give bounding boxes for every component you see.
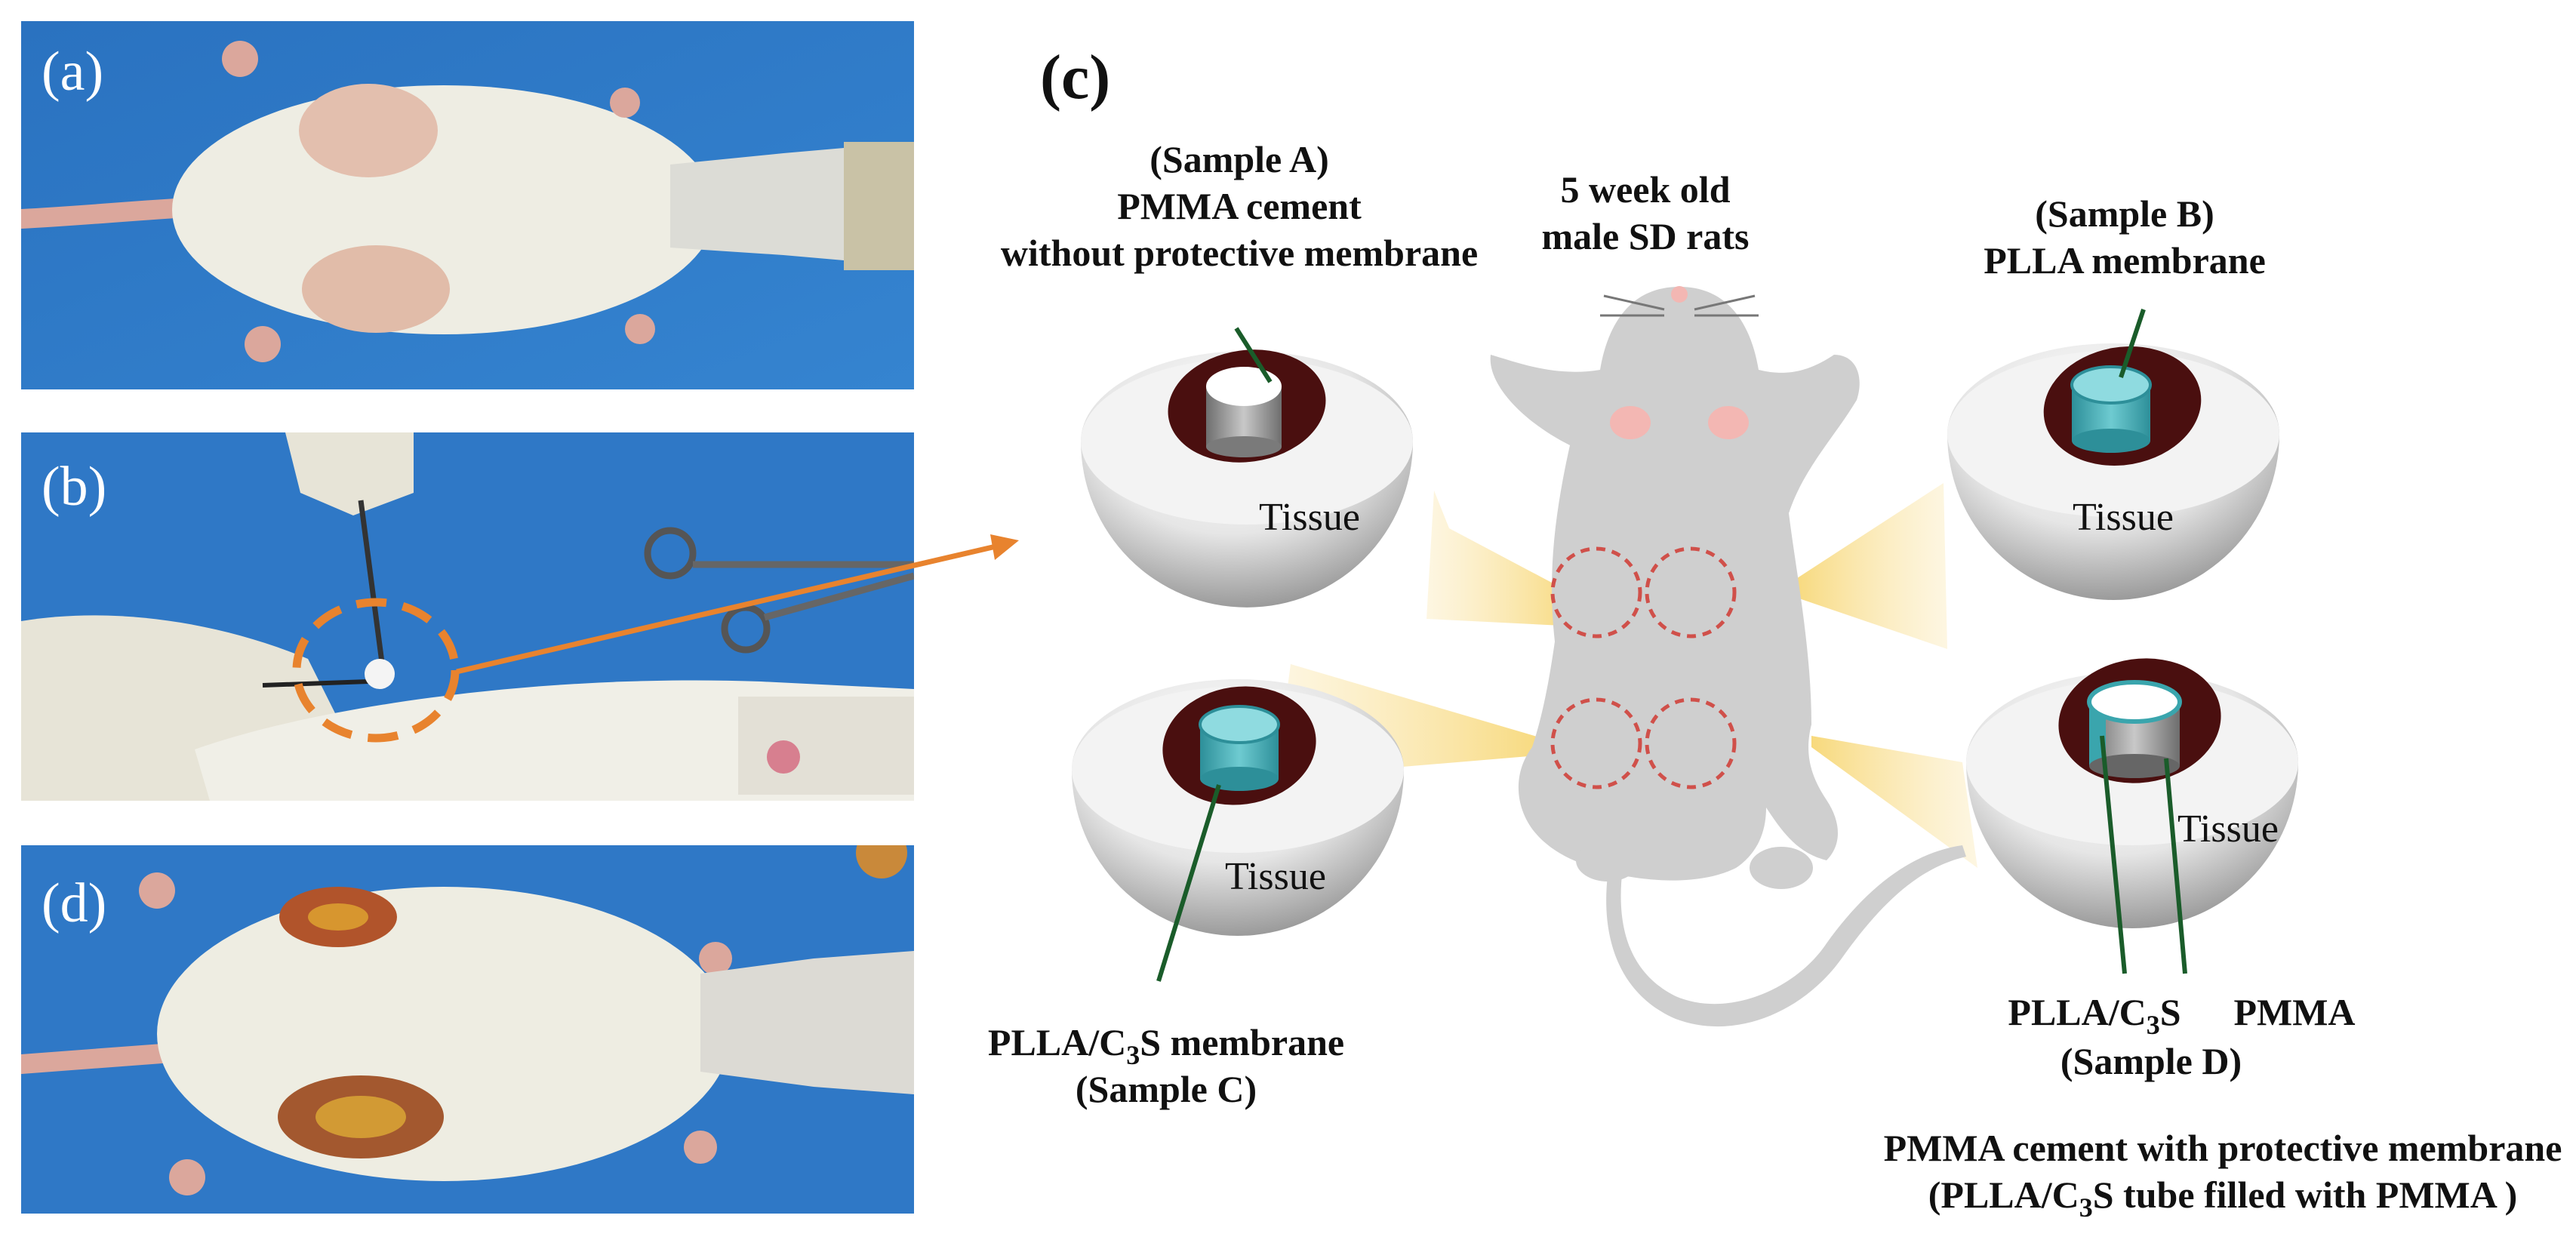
- hemisphere-sample-c: [1072, 679, 1404, 936]
- hemisphere-sample-d: [1966, 658, 2298, 928]
- connector-arrow: [456, 542, 1003, 675]
- sample-d-caption: PMMA cement with protective membrane: [1884, 1127, 2562, 1169]
- sample-d-membrane-pre: PLLA/C: [2008, 991, 2146, 1033]
- sample-a-description: without protective membrane: [1001, 232, 1478, 274]
- sample-d-membrane-post: S: [2160, 991, 2181, 1033]
- panel-label-c: (c): [1040, 42, 1110, 112]
- pointer-line-b: [2119, 309, 2146, 378]
- sample-c-material-post: S membrane: [1140, 1021, 1344, 1063]
- tissue-label-c: Tissue: [1225, 855, 1326, 898]
- tissue-label-d: Tissue: [2177, 808, 2279, 851]
- rat-ear-left: [1610, 406, 1651, 439]
- sample-d-membrane-sub: 3: [2147, 1010, 2160, 1040]
- sample-c-material-sub: 3: [1126, 1040, 1140, 1070]
- pointer-line-a: [1234, 327, 1273, 383]
- implant-site-b: [1645, 546, 1737, 638]
- sample-c-material: PLLA/C3S membrane: [988, 1021, 1344, 1070]
- sample-a-id: (Sample A): [1150, 138, 1329, 180]
- rat-whiskers: [1600, 294, 1759, 317]
- rat-silhouette: [1490, 287, 1966, 1027]
- implant-sites: [1550, 546, 1737, 789]
- panel-label-b: (b): [42, 456, 107, 518]
- sample-b-id: (Sample B): [2035, 192, 2214, 235]
- rat-label-age: 5 week old: [1561, 168, 1731, 211]
- photo-panel-b: [21, 432, 914, 801]
- sample-d-membrane-label: PLLA/C3S: [2008, 991, 2181, 1040]
- sample-b-material: PLLA membrane: [1984, 239, 2266, 282]
- pointer-line-c: [1156, 784, 1221, 982]
- sample-a-material: PMMA cement: [1117, 185, 1362, 227]
- sample-d-caption-sub: 3: [2079, 1192, 2093, 1223]
- photo-panel-a: [21, 21, 914, 389]
- beam-a: [1426, 491, 1577, 626]
- arrow-head-icon: [990, 534, 1019, 560]
- sample-d-caption-post: S tube filled with PMMA ): [2093, 1174, 2517, 1216]
- tissue-label-a: Tissue: [1259, 496, 1360, 539]
- pointer-line-d-membrane: [2100, 735, 2127, 974]
- implant-site-c: [1550, 697, 1642, 789]
- sample-c-material-pre: PLLA/C: [988, 1021, 1126, 1063]
- sample-d-id: (Sample D): [2060, 1040, 2242, 1082]
- photo-panel-d: [21, 845, 914, 1214]
- beam-d: [1811, 736, 1977, 868]
- panel-label-d: (d): [42, 872, 107, 934]
- hemisphere-sample-b: [1947, 343, 2279, 600]
- sample-d-caption-pre: (PLLA/C: [1928, 1174, 2079, 1216]
- rat-label-strain: male SD rats: [1542, 215, 1750, 257]
- sample-d-caption-detail: (PLLA/C3S tube filled with PMMA ): [1928, 1174, 2517, 1223]
- sample-d-pmma-label: PMMA: [2233, 991, 2355, 1033]
- rat-nose: [1671, 286, 1688, 303]
- implant-site-d: [1645, 697, 1737, 789]
- panel-label-a: (a): [42, 41, 104, 103]
- sample-c-id: (Sample C): [1076, 1068, 1257, 1110]
- implant-site-a: [1550, 546, 1642, 638]
- rat-ear-right: [1708, 406, 1749, 439]
- hemisphere-sample-a: [1081, 349, 1413, 608]
- pointer-line-d-pmma: [2164, 758, 2187, 974]
- beam-b: [1793, 483, 1947, 649]
- tissue-label-b: Tissue: [2073, 496, 2174, 539]
